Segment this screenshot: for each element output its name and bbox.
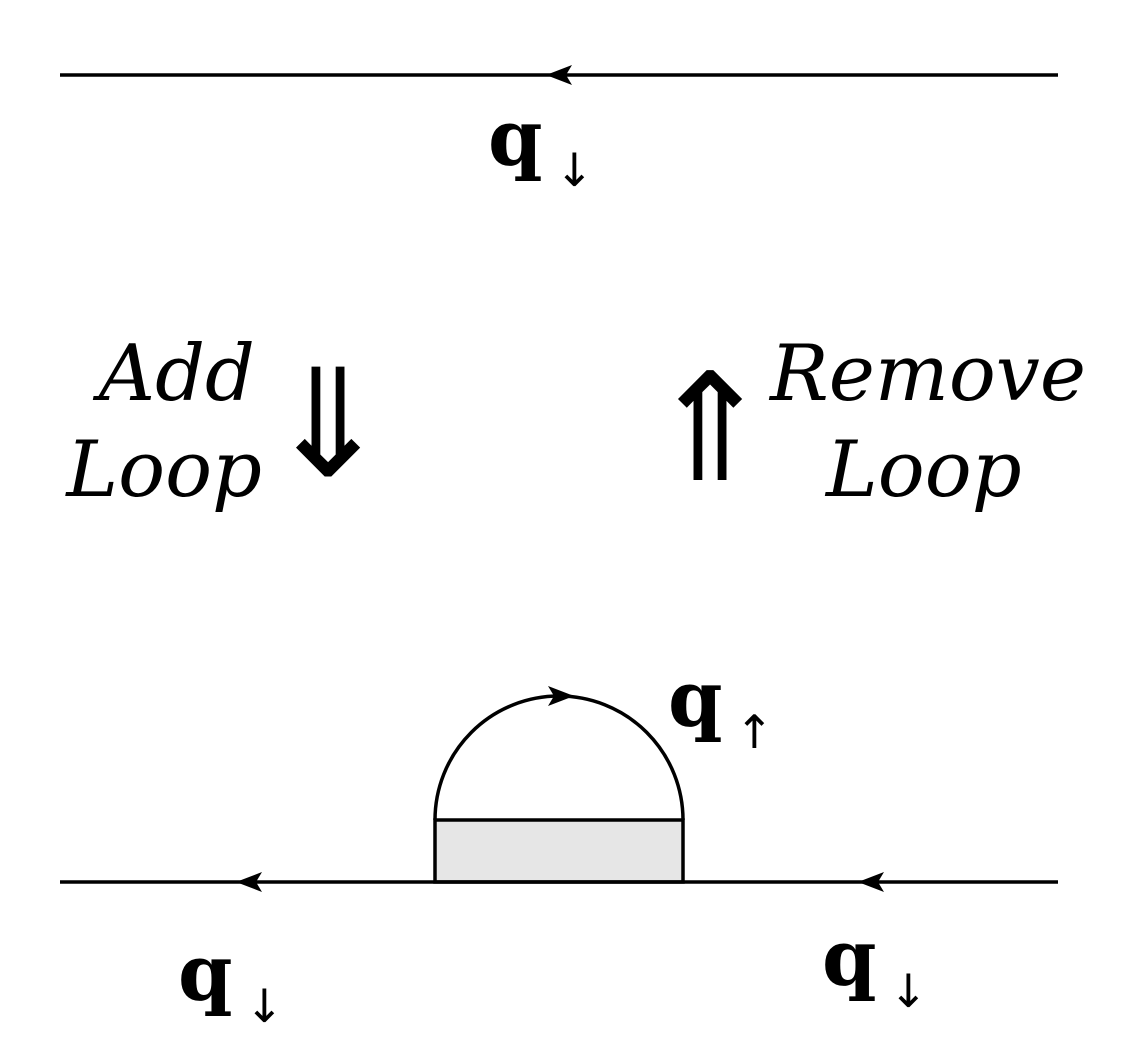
loop-semicircle: [433, 694, 685, 821]
remove-label-line2: Loop: [824, 425, 1022, 515]
loop-arrow-icon: [548, 686, 574, 706]
top-propagator-arrow-icon: [546, 65, 572, 85]
remove-label-line1: Remove: [768, 329, 1086, 419]
bottom-left-label-sub: ↓: [245, 979, 284, 1033]
bottom-right-arrow-icon: [858, 872, 884, 892]
interaction-vertex-box: [433, 818, 685, 884]
loop-label: q: [668, 654, 723, 745]
top-propagator-label: q: [488, 93, 543, 184]
top-propagator-label-sub: ↓: [555, 143, 594, 197]
add-arrow-icon: ⇓: [265, 338, 391, 512]
loop-label-sub: ↑: [735, 705, 774, 759]
bottom-right-label-sub: ↓: [889, 964, 928, 1018]
bottom-right-label: q: [822, 913, 877, 1004]
remove-arrow-icon: ⇑: [647, 342, 773, 516]
bottom-left-label: q: [178, 928, 233, 1019]
add-label-line1: Add: [93, 329, 255, 419]
bottom-left-arrow-icon: [236, 872, 262, 892]
add-label-line2: Loop: [64, 425, 262, 515]
